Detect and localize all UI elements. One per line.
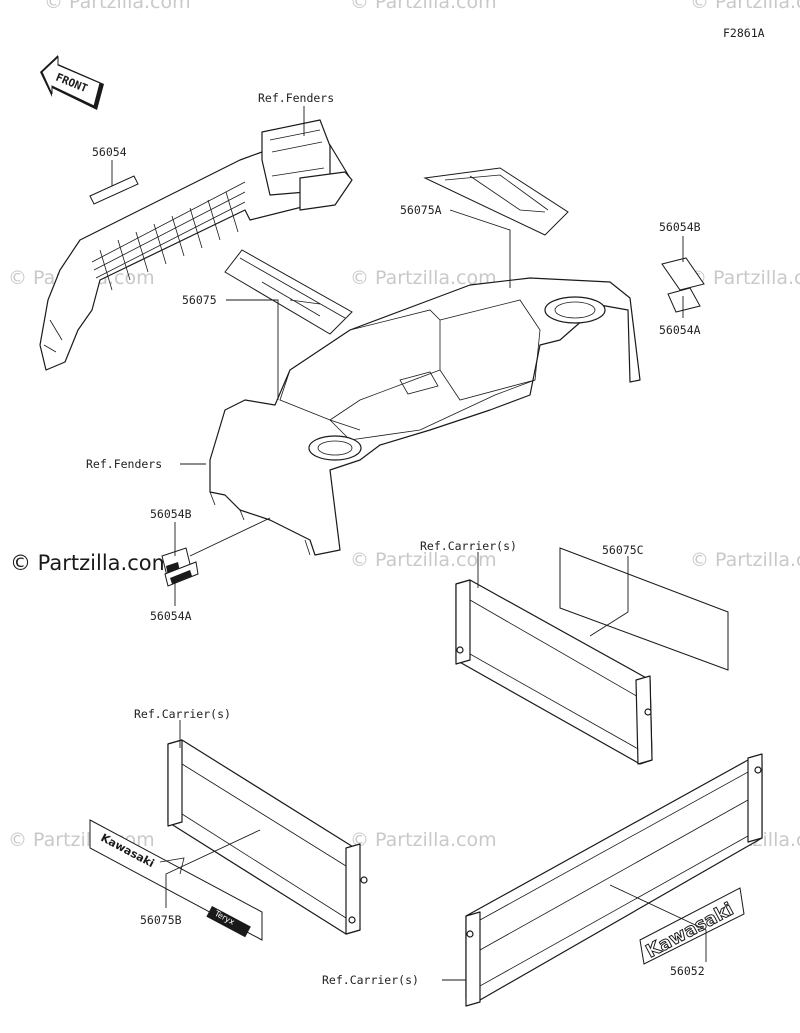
label-ref-carrier-left: Ref.Carrier(s) xyxy=(134,707,231,721)
rear-fender-assembly xyxy=(209,277,641,556)
diagram-id: F2861A xyxy=(723,26,765,40)
tailgate-upper xyxy=(455,579,653,765)
label-56075A: 56075A xyxy=(400,203,442,217)
decal-56075B: Kawasaki Teryx xyxy=(89,819,263,941)
watermark-top-3: © Partzilla.com xyxy=(690,0,800,13)
watermark-row4-2: © Partzilla.com xyxy=(350,829,497,851)
decal-56075A xyxy=(423,167,569,236)
label-56075B: 56075B xyxy=(140,913,182,927)
watermark-row3-2: © Partzilla.com xyxy=(350,549,497,571)
decal-56075C xyxy=(559,547,729,671)
label-56075: 56075 xyxy=(182,293,217,307)
label-ref-carrier-mid: Ref.Carrier(s) xyxy=(420,539,517,553)
watermark-row2-2: © Partzilla.com xyxy=(350,267,497,289)
label-ref-fenders-top: Ref.Fenders xyxy=(258,91,334,105)
label-56054B-left: 56054B xyxy=(150,507,192,521)
watermark-row3-3: © Partzilla.com xyxy=(690,549,800,571)
decal-56054A-right xyxy=(667,287,701,313)
watermark-row2-3: © Partzilla.com xyxy=(688,267,800,289)
front-grille-panel xyxy=(39,119,353,371)
decal-cluster-left xyxy=(161,547,199,587)
decal-56052-brand: Kawasaki xyxy=(642,899,737,963)
label-56054B-right: 56054B xyxy=(659,220,701,234)
front-arrow-icon: FRONT xyxy=(40,55,104,110)
decal-56075 xyxy=(224,249,353,335)
label-ref-carrier-bottom: Ref.Carrier(s) xyxy=(322,973,419,987)
label-56054A-left: 56054A xyxy=(150,609,192,623)
bed-side-panel xyxy=(465,753,763,1007)
label-ref-fenders-left: Ref.Fenders xyxy=(86,457,162,471)
label-56054: 56054 xyxy=(92,145,127,159)
watermark-top-1: © Partzilla.com xyxy=(44,0,191,13)
tailgate-lower-left xyxy=(167,739,368,935)
label-56052: 56052 xyxy=(670,964,705,978)
decal-56054 xyxy=(89,175,139,205)
label-56075C: 56075C xyxy=(602,543,644,557)
callout-labels: Ref.Fenders 56054 56075A 56054B 56075 56… xyxy=(86,91,705,987)
leader-lines xyxy=(111,106,707,981)
watermark-prominent: © Partzilla.com xyxy=(10,551,172,575)
watermark-top-2: © Partzilla.com xyxy=(350,0,497,13)
decal-56054B-right xyxy=(661,257,705,291)
label-56054A-right: 56054A xyxy=(659,323,701,337)
